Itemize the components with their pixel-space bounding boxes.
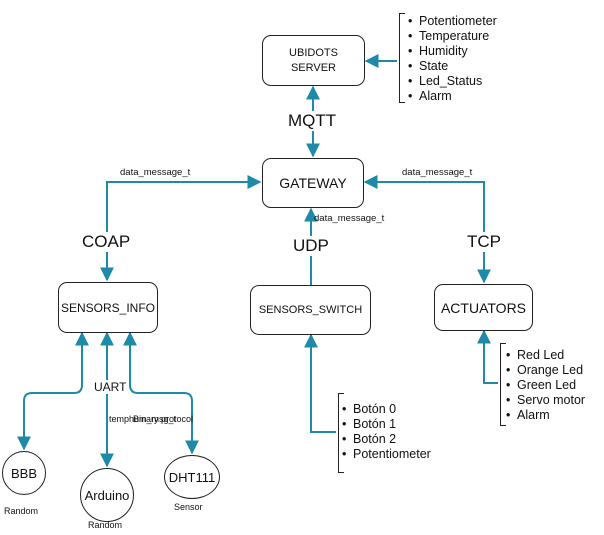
- coap-label: COAP: [82, 232, 131, 252]
- gateway-node: GATEWAY: [262, 158, 364, 208]
- list-item: Red Led: [506, 348, 585, 363]
- list-item: Botón 0: [342, 402, 431, 417]
- tcp-message-label: data_message_t: [402, 167, 473, 178]
- sensors-switch-node: SENSORS_SWITCH: [250, 285, 371, 335]
- edge-items-to-actuators: [477, 329, 498, 384]
- tcp-label: TCP: [467, 232, 501, 252]
- list-item: Botón 2: [342, 432, 431, 447]
- actuator-items-list: Red Led Orange Led Green Led Servo motor…: [506, 348, 585, 423]
- arduino-sublabel: Random: [88, 520, 123, 530]
- list-item: Botón 1: [342, 417, 431, 432]
- bbb-node: BBB: [2, 451, 46, 495]
- coap-message-label: data_message_t: [120, 167, 191, 178]
- bbb-sublabel: Random: [4, 506, 39, 516]
- temphum-message-label: temphum_msg_t: [109, 414, 177, 424]
- edge-uart-dht: [123, 331, 199, 455]
- ubidots-server-node: UBIDOTS SERVER: [262, 35, 365, 86]
- ubidots-label-line1: UBIDOTS: [289, 46, 338, 59]
- edge-items-to-switch: [304, 333, 336, 433]
- udp-label: UDP: [293, 236, 329, 256]
- list-item: Orange Led: [506, 363, 585, 378]
- dht-sublabel: Sensor: [174, 502, 203, 512]
- list-item: Green Led: [506, 378, 585, 393]
- list-item: Humidity: [408, 44, 497, 59]
- list-item: Alarm: [408, 89, 497, 104]
- udp-message-label: data_message_t: [314, 213, 385, 224]
- binary-protocol-label: Binary protocol: [133, 414, 194, 424]
- list-item: Led_Status: [408, 74, 497, 89]
- sensors-info-label: SENSORS_INFO: [60, 300, 156, 315]
- dht-label: DHT111: [168, 469, 216, 485]
- switch-items-bracket: [338, 393, 344, 473]
- actuators-label: ACTUATORS: [440, 299, 527, 316]
- server-vars-bracket: [399, 13, 405, 103]
- dht-node: DHT111: [164, 455, 220, 499]
- arduino-label: Arduino: [84, 487, 130, 503]
- list-item: Alarm: [506, 408, 585, 423]
- sensors-info-node: SENSORS_INFO: [58, 282, 158, 333]
- list-item: Servo motor: [506, 393, 585, 408]
- mqtt-label: MQTT: [287, 111, 338, 131]
- list-item: Potentiometer: [408, 14, 497, 29]
- actuators-node: ACTUATORS: [434, 284, 533, 331]
- gateway-label: GATEWAY: [279, 175, 347, 191]
- list-item: Temperature: [408, 29, 497, 44]
- ubidots-label-line2: SERVER: [290, 61, 337, 74]
- bbb-label: BBB: [10, 465, 37, 481]
- switch-items-list: Botón 0 Botón 1 Botón 2 Potentiometer: [342, 402, 431, 462]
- uart-label: UART: [92, 380, 129, 394]
- sensors-switch-label: SENSORS_SWITCH: [258, 303, 363, 316]
- list-item: Potentiometer: [342, 447, 431, 462]
- edge-coap: [100, 175, 262, 282]
- edge-uart-bbb: [17, 331, 89, 451]
- actuator-items-bracket: [500, 343, 506, 426]
- list-item: State: [408, 59, 497, 74]
- arduino-node: Arduino: [80, 468, 134, 522]
- server-vars-list: Potentiometer Temperature Humidity State…: [408, 14, 497, 104]
